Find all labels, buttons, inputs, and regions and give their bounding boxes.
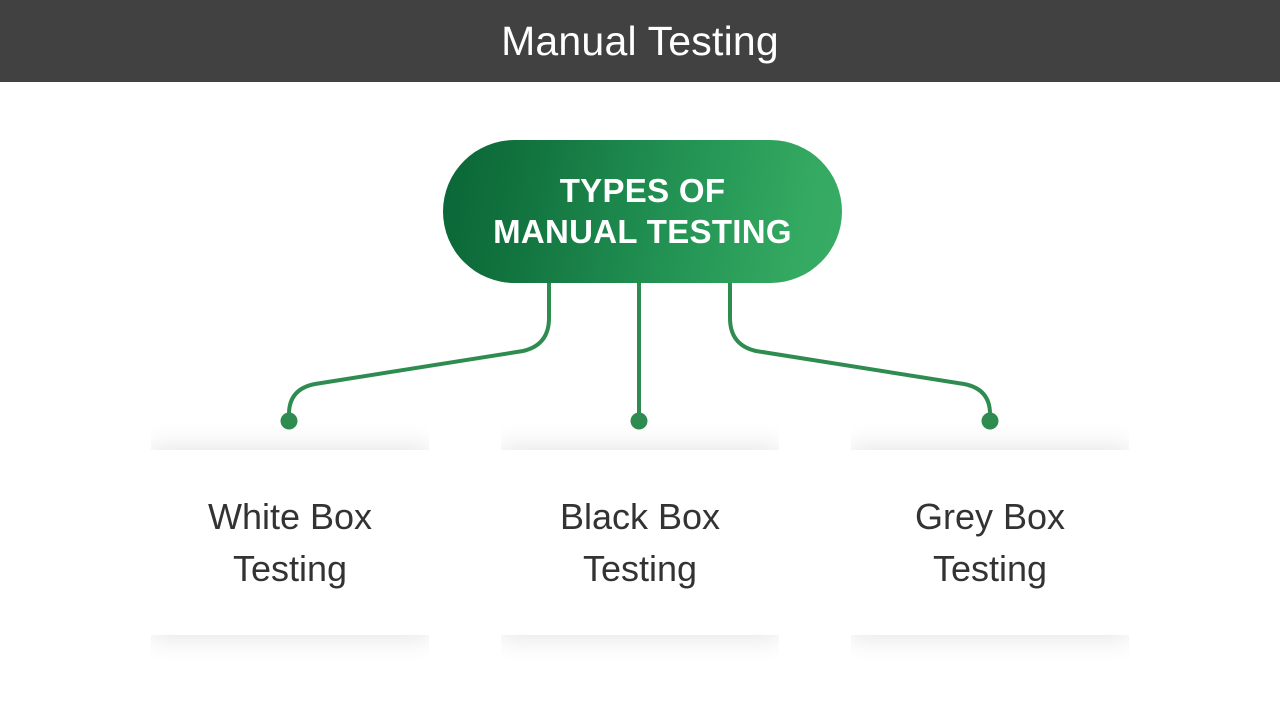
branch-card-white-box[interactable]: White Box Testing (113, 416, 467, 669)
slide-title: Manual Testing (501, 17, 779, 64)
branch-label-grey-box: Grey Box Testing (914, 496, 1066, 589)
branch-label-white-box: White Box Testing (207, 496, 373, 589)
root-node-label: TYPES OF MANUAL TESTING (493, 172, 792, 250)
branch-card-grey-box[interactable]: Grey Box Testing (813, 416, 1167, 669)
branch-label-black-box: Black Box Testing (559, 496, 721, 589)
root-node-types-of-manual-testing[interactable]: TYPES OF MANUAL TESTING (443, 140, 842, 283)
slide-title-bar: Manual Testing (0, 0, 1280, 82)
branch-card-black-box[interactable]: Black Box Testing (463, 416, 817, 669)
